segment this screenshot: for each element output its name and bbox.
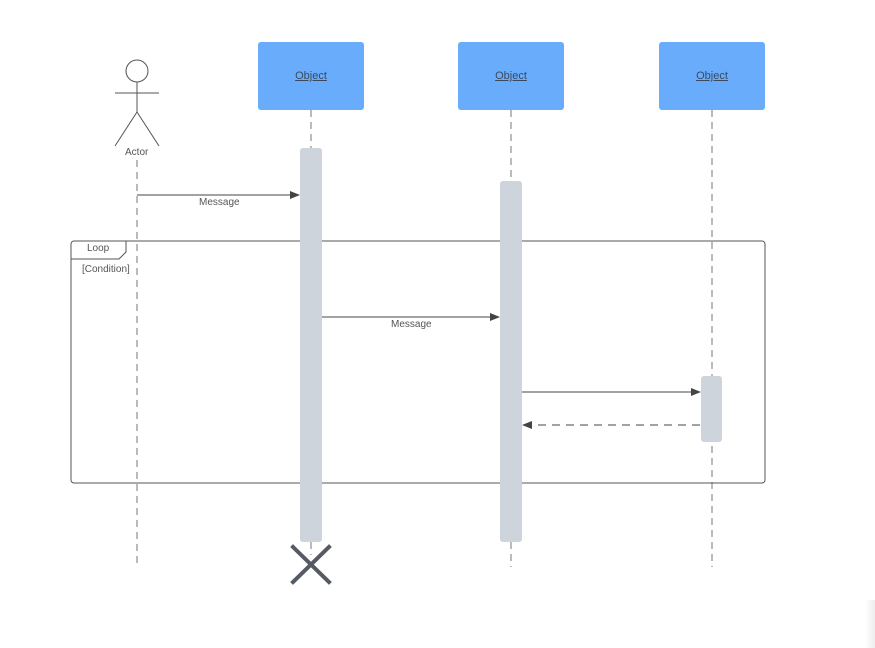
object-box-1[interactable]: Object <box>258 42 364 110</box>
corner-shade <box>865 600 875 648</box>
message-label-2: Message <box>391 319 432 330</box>
loop-guard: [Condition] <box>82 264 130 275</box>
actor-label: Actor <box>125 147 149 158</box>
message-label-1: Message <box>199 197 240 208</box>
object-label-1: Object <box>295 70 327 82</box>
activation-bar-object-2[interactable] <box>500 181 522 542</box>
loop-frame[interactable] <box>70 240 766 484</box>
object-box-3[interactable]: Object <box>659 42 765 110</box>
object-label-3: Object <box>696 70 728 82</box>
object-label-2: Object <box>495 70 527 82</box>
destroy-x-icon <box>290 544 332 585</box>
object-box-2[interactable]: Object <box>458 42 564 110</box>
activation-bar-object-3[interactable] <box>701 376 722 442</box>
actor-icon <box>114 59 160 147</box>
loop-tag: Loop <box>87 243 110 254</box>
activation-bar-object-1[interactable] <box>300 148 322 542</box>
